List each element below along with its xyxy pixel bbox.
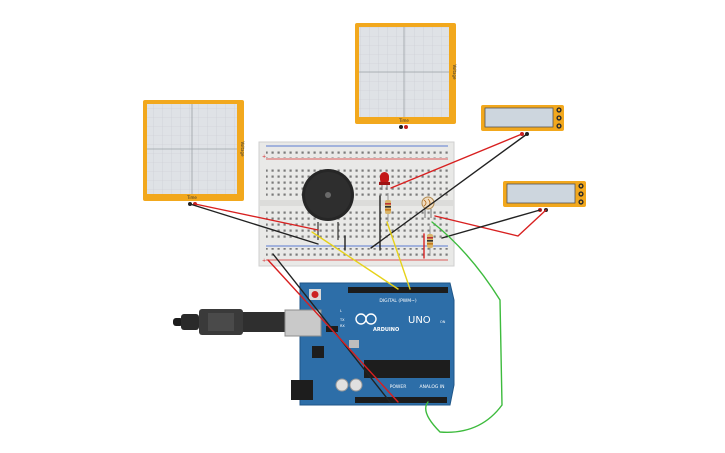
svg-text:L: L — [340, 309, 342, 313]
multimeter-top[interactable] — [481, 105, 564, 136]
power-header-label: POWER — [390, 384, 407, 390]
arduino-uno[interactable]: DIGITAL (PWM~) POWER ANALOG IN ARDUINO U… — [173, 282, 455, 406]
photoresistor[interactable] — [421, 196, 435, 218]
arduino-model: UNO — [408, 315, 431, 326]
analog-header-label: ANALOG IN — [419, 384, 444, 390]
svg-text:+: + — [262, 154, 266, 160]
scope-left-xlabel: Time — [186, 195, 197, 200]
svg-text:ON: ON — [440, 320, 446, 324]
multimeter-mid[interactable] — [503, 181, 586, 212]
resistor-led[interactable] — [385, 193, 391, 222]
svg-text:+: + — [262, 258, 266, 264]
scope-left-ylabel: Voltage — [240, 141, 245, 157]
red-led[interactable] — [379, 172, 390, 190]
oscilloscope-left[interactable]: Time Voltage — [143, 100, 245, 206]
svg-text:TX: TX — [339, 318, 345, 322]
breadboard[interactable]: + + — [258, 141, 455, 267]
wires — [189, 133, 547, 433]
scope-top-terminal-pos[interactable] — [404, 125, 408, 129]
resistor-ldr[interactable] — [427, 226, 433, 256]
digital-header-label: DIGITAL (PWM~) — [379, 298, 417, 304]
scope-top-ylabel: Voltage — [452, 64, 457, 80]
oscilloscope-top[interactable]: Time Voltage — [355, 23, 457, 129]
scope-top-xlabel: Time — [398, 118, 409, 123]
svg-text:RX: RX — [340, 324, 345, 328]
arduino-brand: ARDUINO — [373, 327, 399, 333]
scope-top-terminal-neg[interactable] — [399, 125, 403, 129]
piezo-buzzer[interactable] — [302, 169, 354, 240]
